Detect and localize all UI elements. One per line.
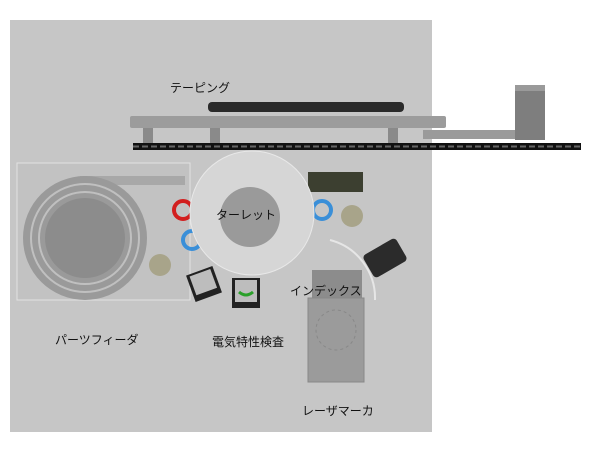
label-taping: テーピング [170,81,231,95]
taping-unit [130,85,581,150]
turret [189,150,315,276]
label-electrical-test: 電気特性検査 [212,335,285,349]
display-module [308,172,363,192]
electrical-test-units [186,266,260,308]
laser-marker [307,297,365,383]
label-turret: ターレット [216,208,277,222]
parts-feeder [16,162,191,301]
label-parts-feeder: パーツフィーダ [55,333,139,347]
label-index: インデックス [290,284,362,298]
index-block [312,270,362,300]
label-laser-marker: レーザマーカ [302,404,374,418]
carrier-tape [133,143,581,150]
camera [363,238,407,278]
